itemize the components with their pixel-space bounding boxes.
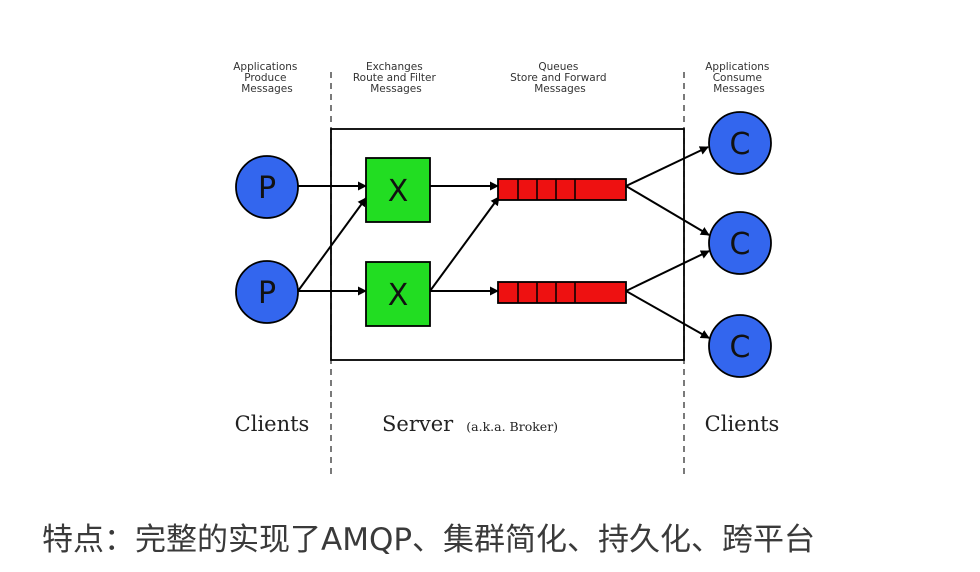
producers-column-header: Applications Produce Messages (233, 61, 300, 95)
exchange-node: X (365, 157, 431, 223)
queues-column-header: Queues Store and Forward Messages (510, 61, 610, 95)
server-aka-label: (a.k.a. Broker) (466, 419, 558, 434)
arrow-q1-c2 (625, 185, 710, 236)
exchange-box (365, 157, 431, 223)
producer-circle (235, 260, 299, 324)
arrow-p2-x1 (297, 197, 367, 292)
queue-bar (497, 178, 627, 201)
arrow-q2-c2 (625, 250, 710, 292)
exchange-box (365, 261, 431, 327)
producer-letter: P (258, 276, 276, 311)
server-label-group: Server (a.k.a. Broker) (382, 412, 558, 436)
queue-bar (497, 281, 627, 304)
consumer-letter: C (730, 227, 751, 262)
consumers-column-header: Applications Consume Messages (705, 61, 772, 95)
arrow-q2-c3 (625, 290, 710, 339)
arrow-q1-c1 (625, 146, 709, 187)
exchange-letter: X (388, 174, 409, 209)
server-label: Server (382, 412, 454, 436)
consumer-circle (708, 211, 772, 275)
producer-circle (235, 155, 299, 219)
queue-node (497, 281, 627, 304)
queue-node (497, 178, 627, 201)
producer-letter: P (258, 171, 276, 206)
consumer-letter: C (730, 127, 751, 162)
caption: 特点：完整的实现了AMQP、集群简化、持久化、跨平台 (42, 522, 816, 558)
exchange-letter: X (388, 278, 409, 313)
arrows (297, 146, 710, 339)
consumer-letter: C (730, 330, 751, 365)
consumer-node: C (708, 314, 772, 378)
producer-node: P (235, 260, 299, 324)
arrow-x2-q1 (429, 196, 500, 292)
consumer-circle (708, 111, 772, 175)
exchange-node: X (365, 261, 431, 327)
consumer-circle (708, 314, 772, 378)
clients-left-label: Clients (235, 412, 310, 436)
clients-right-label: Clients (705, 412, 780, 436)
consumer-node: C (708, 111, 772, 175)
consumer-node: C (708, 211, 772, 275)
producer-node: P (235, 155, 299, 219)
exchanges-column-header: Exchanges Route and Filter Messages (353, 61, 439, 95)
